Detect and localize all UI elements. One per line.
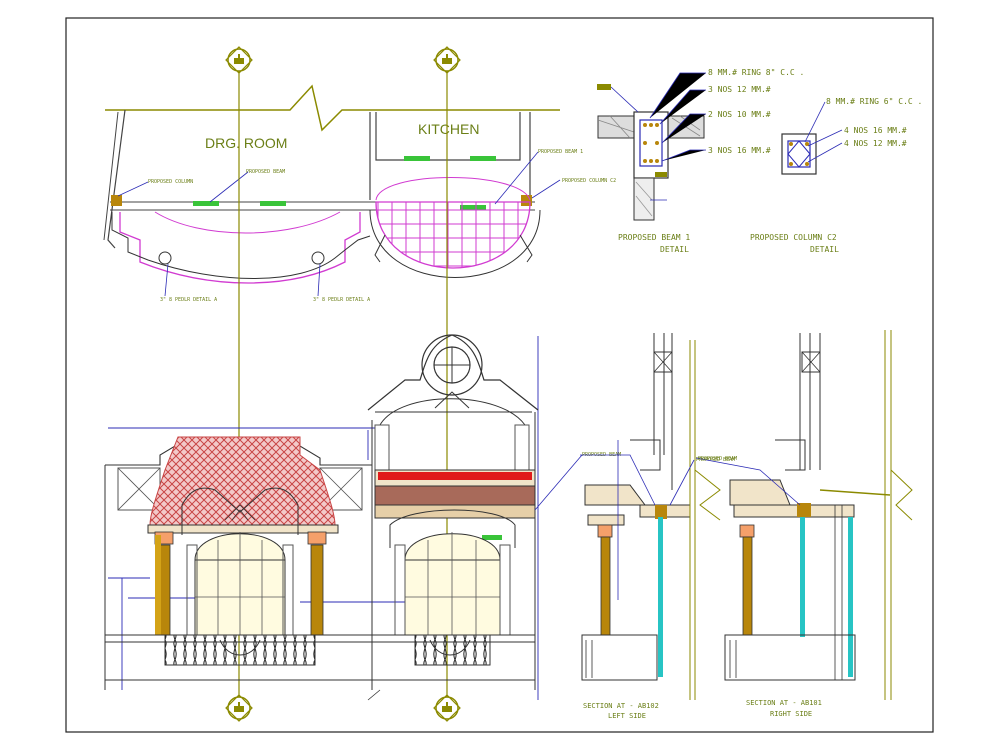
column-ring-spec: 8 MM.# RING 6" C.C .	[826, 97, 922, 106]
label-proposed-beam-1: PROPOSED BEAM 1	[538, 149, 583, 155]
column-bars-a-spec: 4 NOS 16 MM.#	[844, 126, 907, 135]
section-left-title: SECTION AT - AB102	[583, 702, 659, 710]
section-right: PROPOSED BEAM SECTION AT - AB101 RIGHT S…	[695, 330, 913, 718]
room-label-drg: DRG. ROOM	[205, 135, 287, 151]
column-detail-title: PROPOSED COLUMN C2	[750, 233, 837, 242]
label-proposed-column-c2: PROPOSED COLUMN C2	[562, 178, 616, 184]
beam-detail-subtitle: DETAIL	[660, 245, 689, 254]
section-right-subtitle: RIGHT SIDE	[770, 710, 812, 718]
front-elevation: PROPOSED BEAM	[104, 334, 621, 701]
label-proposed-column: PROPOSED COLUMN	[148, 179, 193, 185]
room-label-kitchen: KITCHEN	[418, 121, 479, 137]
section-right-label-beam: PROPOSED BEAM	[698, 456, 737, 462]
section-left: PROPOSED BEAM SECTION AT - AB102 LEFT SI…	[580, 333, 735, 720]
beam-ring-spec: 8 MM.# RING 8" C.C .	[708, 68, 804, 77]
label-proposed-beam: PROPOSED BEAM	[246, 169, 285, 175]
drawing-border	[65, 17, 934, 733]
floor-plan: DRG. ROOM KITCHEN PROPOSED COLUMN PROPOS…	[103, 84, 616, 303]
beam-detail: 8 MM.# RING 8" C.C . 3 NOS 12 MM.# 2 NOS…	[597, 68, 804, 254]
label-pedlr-left: 3" 8 PEDLR DETAIL A	[160, 297, 217, 303]
beam-top-bars-spec: 3 NOS 12 MM.#	[708, 85, 771, 94]
column-detail: 8 MM.# RING 6" C.C . 4 NOS 16 MM.# 4 NOS…	[750, 97, 922, 254]
beam-detail-title: PROPOSED BEAM 1	[618, 233, 690, 242]
section-left-subtitle: LEFT SIDE	[608, 712, 646, 720]
column-detail-subtitle: DETAIL	[810, 245, 839, 254]
label-pedlr-right: 3" 8 PEDLR DETAIL A	[313, 297, 370, 303]
section-right-title: SECTION AT - AB101	[746, 699, 822, 707]
grid-marker-top-left-icon	[225, 46, 253, 74]
beam-bottom-bars-spec: 3 NOS 16 MM.#	[708, 146, 771, 155]
grid-marker-bottom-left-icon	[225, 694, 253, 722]
section-left-label-beam: PROPOSED BEAM	[696, 457, 735, 463]
beam-mid-bars-spec: 2 NOS 10 MM.#	[708, 110, 771, 119]
grid-marker-bottom-right-icon	[433, 694, 461, 722]
column-bars-b-spec: 4 NOS 12 MM.#	[844, 139, 907, 148]
grid-marker-top-right-icon	[433, 46, 461, 74]
